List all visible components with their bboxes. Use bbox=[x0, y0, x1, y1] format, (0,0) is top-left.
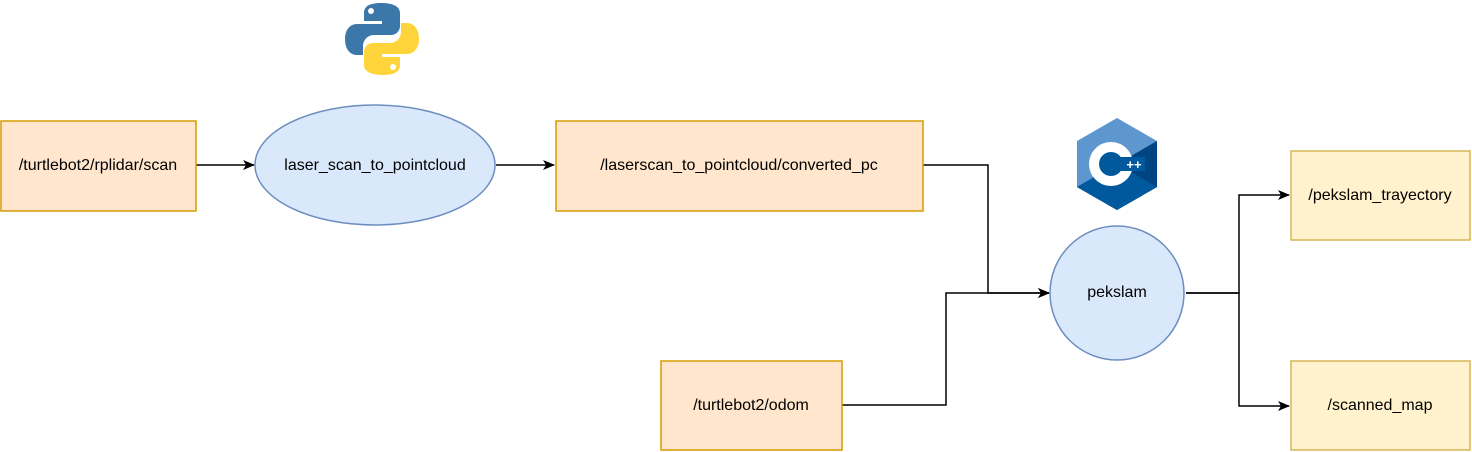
edge-pekslam-to-map bbox=[1186, 292, 1290, 411]
edge-odom-to-pekslam bbox=[842, 288, 1050, 406]
node-pekslam[interactable]: pekslam bbox=[1049, 225, 1185, 361]
edge-pekslam-to-trajectory bbox=[1186, 190, 1290, 294]
node-label: pekslam bbox=[1087, 284, 1147, 301]
topic-label: /turtlebot2/rplidar/scan bbox=[19, 157, 177, 174]
topic-converted-pc[interactable]: /laserscan_to_pointcloud/converted_pc bbox=[555, 120, 924, 212]
topic-scanned-map[interactable]: /scanned_map bbox=[1290, 360, 1471, 451]
topic-label: /laserscan_to_pointcloud/converted_pc bbox=[600, 157, 878, 174]
edges bbox=[196, 160, 1290, 411]
cpp-logo-icon: ++ bbox=[1077, 118, 1157, 210]
topic-label: /scanned_map bbox=[1328, 397, 1433, 414]
topic-label: /pekslam_trayectory bbox=[1308, 187, 1451, 204]
topic-turtlebot2-rplidar-scan[interactable]: /turtlebot2/rplidar/scan bbox=[0, 120, 197, 212]
topic-label: /turtlebot2/odom bbox=[693, 397, 809, 414]
topic-turtlebot2-odom[interactable]: /turtlebot2/odom bbox=[660, 360, 843, 451]
node-laser-scan-to-pointcloud[interactable]: laser_scan_to_pointcloud bbox=[254, 104, 496, 226]
edge-converted-pc-to-pekslam bbox=[923, 164, 1050, 298]
topic-pekslam-trayectory[interactable]: /pekslam_trayectory bbox=[1290, 150, 1471, 241]
node-label: laser_scan_to_pointcloud bbox=[284, 157, 465, 174]
python-logo-icon bbox=[345, 3, 419, 75]
svg-text:++: ++ bbox=[1126, 157, 1142, 172]
